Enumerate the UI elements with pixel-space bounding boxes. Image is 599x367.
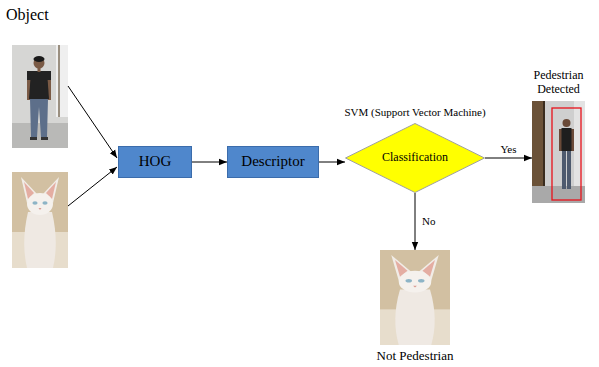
edge-label-wrap: Yes [499, 143, 517, 156]
person-shoe [30, 137, 37, 140]
result-image: Pedestrian Detected [532, 101, 585, 203]
person-photo [12, 45, 68, 148]
person-hair [34, 56, 45, 62]
edge-label-wrap: No [421, 215, 436, 228]
node-heading: Not Pedestrian [350, 349, 480, 364]
section-label: Object [5, 6, 50, 24]
node-heading: Pedestrian Detected [519, 69, 599, 97]
node-heading: SVM (Support Vector Machine) [340, 106, 490, 119]
photo-background [532, 101, 585, 203]
person-shoe [41, 137, 48, 140]
cat-photo [380, 250, 450, 345]
person-sleeve [46, 71, 51, 80]
heading-wrap: Not Pedestrian [350, 349, 480, 364]
heading-wrap: Pedestrian Detected [519, 69, 599, 97]
detected-photo [532, 101, 585, 203]
decision-diamond: ClassificationSVM (Support Vector Machin… [345, 123, 485, 193]
flow-arrow [485, 158, 532, 159]
process-box: Descriptor [227, 146, 319, 178]
window [56, 45, 68, 117]
person-jeans [30, 99, 48, 137]
process-box: HOG [118, 146, 192, 178]
person-head [563, 119, 571, 127]
detection-box [552, 108, 581, 200]
label-wrap: Object [5, 6, 50, 24]
node-text: HOG [139, 153, 172, 170]
person-leg [567, 151, 571, 189]
window-frame [58, 45, 60, 117]
flow-arrow [319, 162, 345, 163]
edge-label: Yes [499, 143, 517, 156]
person-sleeve [27, 71, 32, 80]
input-arrow [68, 86, 117, 158]
wall [574, 101, 585, 186]
floor [12, 123, 68, 148]
node-text: Classification [382, 151, 448, 165]
photo-background [12, 45, 68, 148]
flow-arrow [415, 193, 416, 250]
edge-label: No [421, 215, 436, 228]
result-image: Not Pedestrian [380, 250, 450, 345]
person-shirt [562, 128, 572, 151]
node-text: Descriptor [241, 153, 304, 170]
flow-arrow [192, 162, 227, 163]
person-leg [562, 151, 566, 189]
decision-diamond-shape [346, 124, 485, 193]
input-arrow [68, 167, 117, 206]
heading-wrap: SVM (Support Vector Machine) [340, 106, 490, 119]
cat-photo [12, 172, 68, 268]
